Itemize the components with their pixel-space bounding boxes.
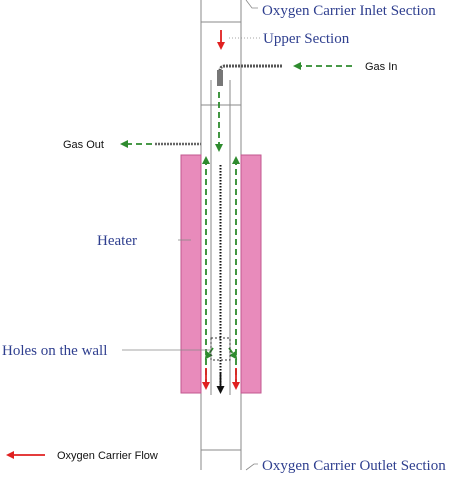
oxygen-carrier-arrows bbox=[6, 30, 240, 459]
gas-diag-left bbox=[204, 347, 214, 360]
label-upper-section: Upper Section bbox=[263, 31, 350, 47]
gas-diag-right bbox=[228, 347, 238, 360]
label-holes: Holes on the wall bbox=[2, 343, 107, 359]
label-legend-flow: Oxygen Carrier Flow bbox=[57, 450, 158, 462]
label-gas-in: Gas In bbox=[365, 61, 397, 73]
holes-highlight-box bbox=[210, 337, 231, 361]
gas-inlet-pipe bbox=[217, 64, 282, 86]
label-heater: Heater bbox=[97, 233, 137, 249]
leader-lines bbox=[122, 0, 260, 471]
heater-left bbox=[180, 154, 202, 394]
heater-right bbox=[240, 154, 262, 394]
gas-flow-arrows bbox=[120, 62, 352, 385]
label-inlet-section: Oxygen Carrier Inlet Section bbox=[262, 3, 436, 19]
label-outlet-section: Oxygen Carrier Outlet Section bbox=[262, 458, 446, 474]
label-gas-out: Gas Out bbox=[63, 139, 104, 151]
